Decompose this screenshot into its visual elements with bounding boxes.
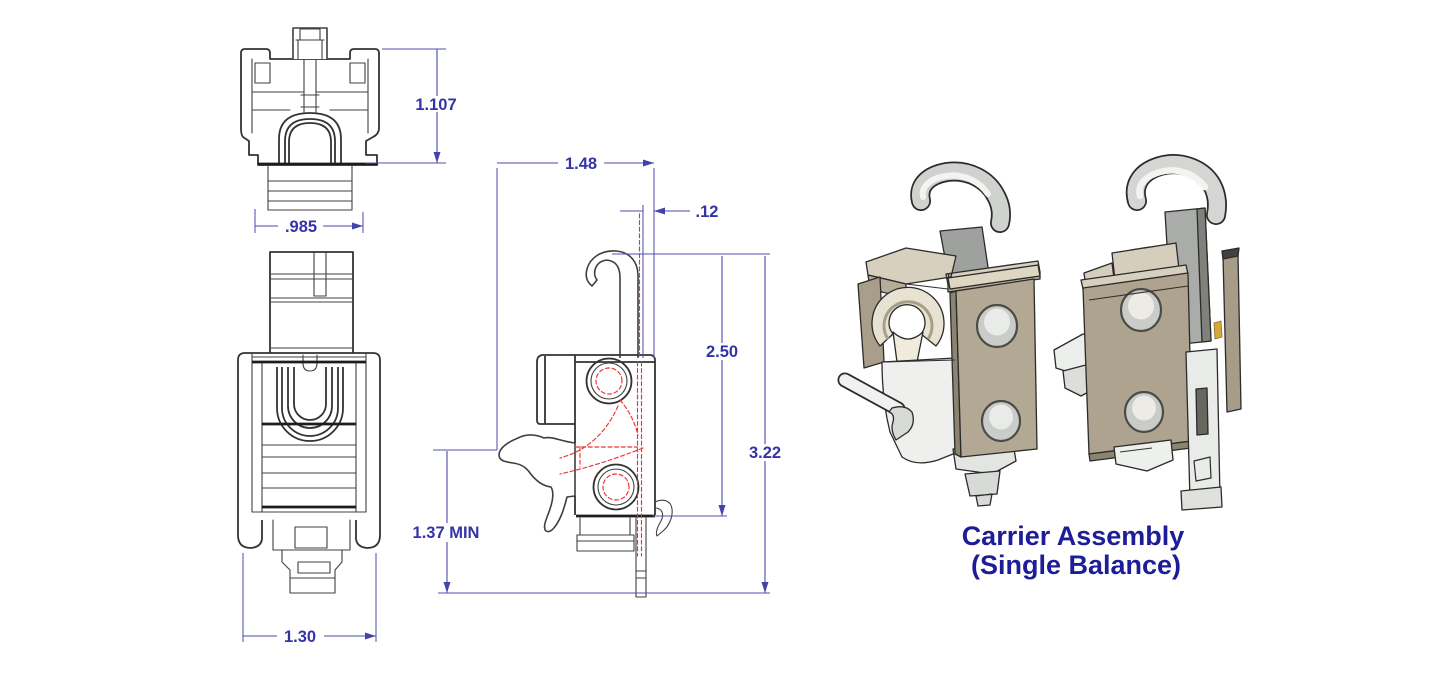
latch-bar-fill: [839, 374, 904, 415]
detail-lines: [881, 283, 956, 363]
caption-line2: (Single Balance): [971, 550, 1181, 580]
dim-label-upper-height: 2.50: [706, 343, 738, 361]
slider-slot-lower: [1193, 456, 1212, 482]
dimension-overall-height: 3.22: [749, 256, 781, 593]
foot-and-leg: [576, 499, 673, 598]
boss-top-outer: [585, 357, 633, 405]
caption-line1: Carrier Assembly: [962, 521, 1185, 551]
boss-bottom-inner: [597, 468, 635, 506]
horseshoe-shade: [882, 300, 934, 340]
hook-shape: [1125, 154, 1227, 225]
dim-label-hook-offset: .12: [696, 203, 719, 221]
dim-label-bottom-width: 1.30: [284, 628, 316, 646]
dim-label-front-height: 1.107: [415, 96, 456, 114]
boss-circles: [585, 357, 640, 511]
hook-highlight: [1136, 167, 1209, 200]
view-side: 1.48 .12 2.50 3.22 1.37 MIN: [413, 155, 781, 598]
hole-top-highlight: [1128, 292, 1154, 320]
hook-highlight: [919, 172, 991, 200]
boss-bottom-outer: [592, 463, 640, 511]
hook-strap-edge: [1196, 207, 1212, 343]
render-front-iso: [837, 161, 1041, 507]
dim-label-front-width: .985: [285, 218, 317, 236]
dimension-side-width: 1.48: [497, 155, 654, 173]
slider-foot: [1180, 486, 1223, 511]
hole-bottom-highlight: [989, 404, 1013, 430]
slider-slot: [1195, 387, 1209, 436]
view-front-bottom: 1.30: [237, 251, 381, 646]
dimension-bottom-width: 1.30: [243, 628, 376, 646]
caption: Carrier Assembly (Single Balance): [962, 521, 1185, 580]
latch-bar: [837, 372, 914, 441]
plate-holes: [1119, 287, 1165, 434]
bottom-tab-white: [1113, 439, 1174, 472]
pivot-left-box: [536, 354, 575, 425]
body-side-hooks: [237, 512, 381, 549]
part-top-tab-lines: [295, 28, 325, 60]
latch-lever: [498, 434, 576, 533]
hole-bottom-highlight: [1132, 395, 1156, 421]
dimension-upper-height: 2.50: [706, 256, 738, 516]
extension-lines: [433, 168, 770, 594]
latch-catch: [888, 406, 914, 441]
view-front-top: 1.107 .985: [240, 27, 457, 236]
render-back-iso: [1053, 154, 1242, 511]
hidden-lines: [559, 213, 644, 557]
part-outline: [240, 48, 380, 166]
dimension-front-height: 1.107: [415, 49, 457, 163]
dim-label-side-width: 1.48: [565, 155, 597, 173]
rear-thin-plate: [1222, 253, 1242, 413]
body-outline: [237, 352, 381, 512]
part-skirt: [267, 165, 353, 211]
hook-shape: [910, 161, 1011, 233]
foot-stem: [964, 470, 1001, 507]
dim-label-overall-height: 3.22: [749, 444, 781, 462]
rear-thin-plate-top: [1221, 247, 1240, 260]
spring-arcs: [276, 367, 344, 442]
horseshoe-spring: [871, 286, 945, 347]
part-inner-lines: [251, 58, 369, 134]
plate-holes: [975, 303, 1022, 443]
lower-block: [272, 519, 351, 594]
stem-lines: [269, 251, 354, 349]
hole-top-highlight: [984, 308, 1010, 336]
dimension-min-extension: 1.37 MIN: [413, 451, 480, 593]
dim-label-min-extension: 1.37 MIN: [413, 524, 480, 542]
dimension-front-width: .985: [255, 218, 363, 236]
plate-top-slab: [947, 264, 1041, 290]
body-thick-bands: [252, 360, 366, 509]
detail-lines: [1088, 246, 1189, 453]
dimension-hook-offset: .12: [620, 203, 718, 221]
part-arch: [278, 112, 342, 165]
part-top-tab: [292, 27, 328, 59]
hook-fill: [1127, 155, 1226, 224]
hook-profile: [585, 250, 639, 358]
boss-top-inner: [590, 362, 628, 400]
body-inner-lines: [251, 352, 367, 513]
extension-lines: [254, 48, 446, 233]
gold-pin: [1213, 320, 1223, 340]
